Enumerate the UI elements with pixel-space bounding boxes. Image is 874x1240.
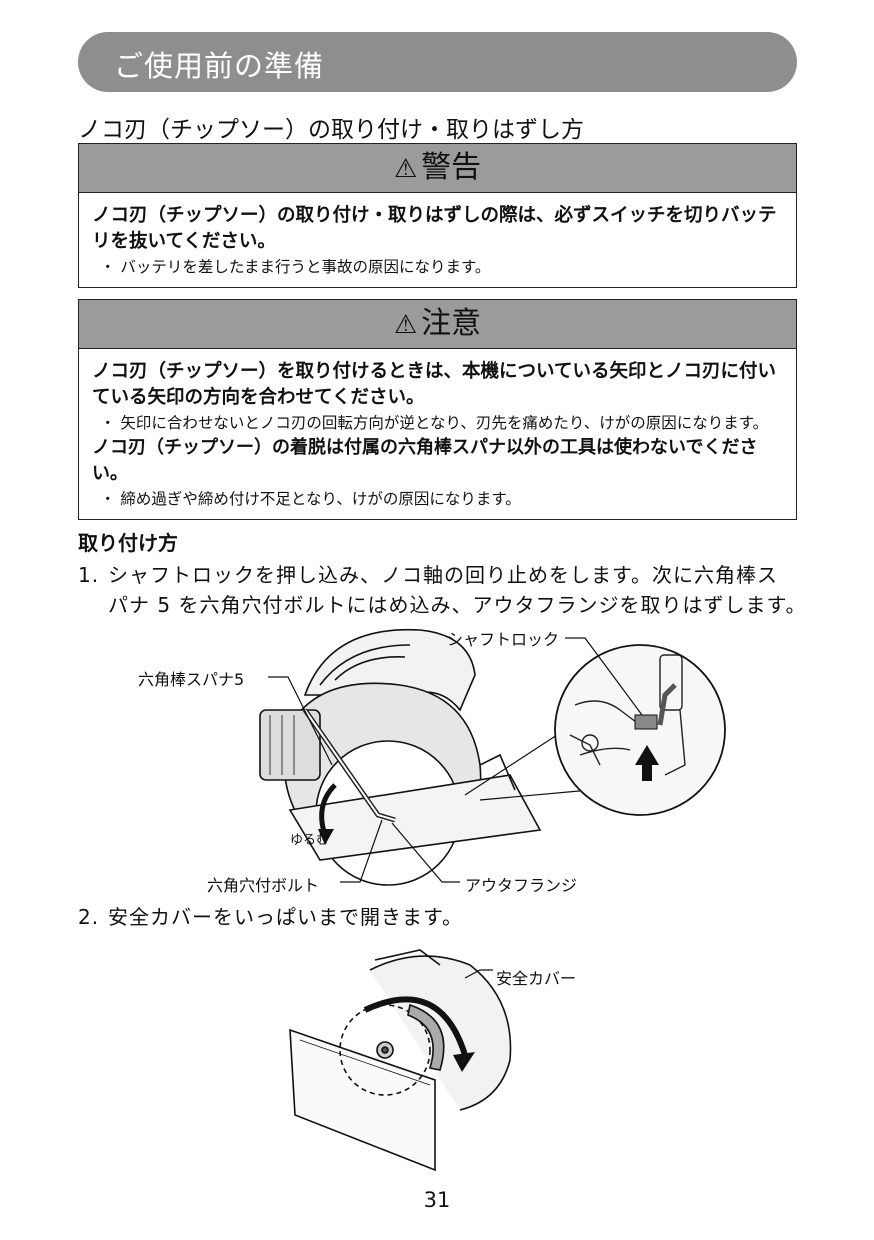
shaft-lock-closeup [554,644,726,816]
label-safety-cover: 安全カバー [496,969,577,988]
warning-main-text: ノコ刃（チップソー）の取り付け・取りはずしの際は、必ずスイッチを切りバッテリを抜… [92,205,777,252]
label-loosen: ゆるむ [290,833,330,848]
push-arrow-icon [635,745,659,765]
caution-heading: 注意 [421,306,482,341]
warning-triangle-icon: ⚠ [393,154,418,184]
figure-1-saw-illustration [259,628,726,886]
label-shaft-lock: シャフトロック [447,630,560,649]
caution-note-2: ・ 締め過ぎや締め付け不足となり、けがの原因になります。 [100,490,521,508]
warning-box: ⚠警告 ノコ刃（チップソー）の取り付け・取りはずしの際は、必ずスイッチを切りバッ… [78,143,797,288]
step-2-number: 2. [78,905,100,929]
label-hex-wrench: 六角棒スパナ5 [138,670,245,689]
caution-note-1: ・ 矢印に合わせないとノコ刃の回転方向が逆となり、刃先を痛めたり、けがの原因にな… [100,414,769,432]
install-heading: 取り付け方 [78,531,178,555]
figure-2-safety-cover-illustration [289,949,512,1172]
step-1: 1. シャフトロックを押し込み、ノコ軸の回り止めをします。次に六角棒ス パナ 5 … [78,560,806,620]
page-number: 31 [423,1188,451,1212]
chapter-title: ご使用前の準備 [114,49,325,83]
warning-heading: 警告 [421,150,482,185]
caution-main-text-1: ノコ刃（チップソー）を取り付けるときは、本機についている矢印とノコ刃に付いている… [92,361,776,408]
caution-main-text-2: ノコ刃（チップソー）の着脱は付属の六角棒スパナ以外の工具は使わないでください。 [92,437,758,484]
section-title: ノコ刃（チップソー）の取り付け・取りはずし方 [78,117,584,143]
caution-header: ⚠注意 [79,300,796,349]
label-outer-flange: アウタフランジ [465,876,578,895]
open-arrow-icon [453,1052,475,1072]
step-1-number: 1. [78,563,100,587]
warning-header: ⚠警告 [79,144,796,193]
loosen-arrow-icon [318,829,334,845]
step-2: 2. 安全カバーをいっぱいまで開きます。 [78,902,463,932]
chapter-header: ご使用前の準備 [78,32,797,92]
warning-note: ・ バッテリを差したまま行うと事故の原因になります。 [100,258,491,276]
caution-box: ⚠注意 ノコ刃（チップソー）を取り付けるときは、本機についている矢印とノコ刃に付… [78,299,797,520]
step-1-line-2: パナ 5 を六角穴付ボルトにはめ込み、アウタフランジを取りはずします。 [108,593,807,617]
step-1-line-1: シャフトロックを押し込み、ノコ軸の回り止めをします。次に六角棒ス [108,563,778,587]
step-2-text: 安全カバーをいっぱいまで開きます。 [108,905,463,929]
caution-triangle-icon: ⚠ [393,310,418,340]
label-hex-bolt: 六角穴付ボルト [207,876,320,895]
